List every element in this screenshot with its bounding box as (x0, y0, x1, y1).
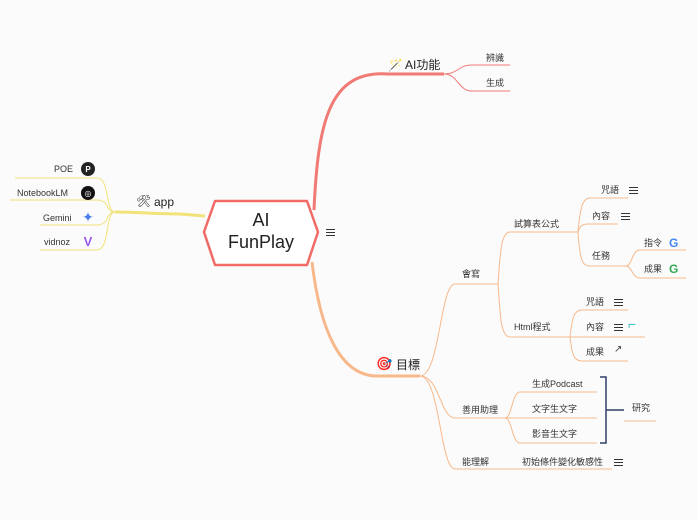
html-topic[interactable]: Html程式 (514, 322, 551, 332)
formula-task[interactable]: 任務 (592, 251, 611, 261)
note-icon[interactable] (614, 324, 623, 331)
html-content[interactable]: 內容 (586, 322, 605, 332)
vidnoz-icon[interactable]: V (83, 233, 93, 249)
google-icon[interactable]: G (669, 236, 679, 250)
formula-result[interactable]: 成果 (644, 264, 663, 274)
note-icon[interactable] (614, 299, 623, 306)
app-item-poe[interactable]: POE (54, 164, 74, 174)
understand-item[interactable]: 初始條件變化敏感性 (522, 457, 604, 467)
ai-function-child-generate[interactable]: 生成 (486, 78, 505, 88)
goal-topic[interactable]: 目標 (396, 358, 421, 372)
formula-instruction[interactable]: 指令 (644, 238, 663, 248)
summary-research[interactable]: 研究 (632, 403, 651, 413)
assistant-item-video[interactable]: 影音生文字 (532, 429, 578, 439)
center-topic-line2: FunPlay (227, 232, 295, 252)
understand-topic[interactable]: 能理解 (462, 457, 490, 467)
note-icon[interactable] (621, 213, 630, 220)
google-icon[interactable]: G (669, 262, 679, 276)
poe-icon[interactable]: P (81, 162, 95, 176)
writing-topic[interactable]: 會寫 (462, 269, 481, 279)
app-item-vidnoz[interactable]: vidnoz (44, 237, 71, 247)
assistant-item-text[interactable]: 文字生文字 (532, 404, 578, 414)
notebooklm-icon[interactable]: ◎ (81, 186, 95, 200)
formula-topic[interactable]: 試算表公式 (514, 219, 560, 229)
formula-spell[interactable]: 咒語 (601, 185, 620, 195)
html-spell[interactable]: 咒語 (586, 297, 605, 307)
note-icon[interactable] (326, 229, 335, 236)
app-item-gemini[interactable]: Gemini (43, 213, 72, 223)
tools-icon: 🛠 (136, 194, 152, 208)
center-node-shape (202, 199, 320, 267)
app-item-notebooklm[interactable]: NotebookLM (17, 188, 69, 198)
external-link-icon[interactable]: ↗ (614, 344, 623, 355)
app-topic[interactable]: app (154, 195, 175, 209)
target-icon: 🎯 (376, 356, 393, 371)
ai-function-topic[interactable]: AI功能 (405, 58, 441, 72)
center-topic-line1: AI (252, 210, 270, 230)
formula-content[interactable]: 內容 (592, 211, 611, 221)
ai-function-child-recognize[interactable]: 辨識 (486, 53, 505, 63)
magic-wand-icon: 🪄 (388, 58, 403, 72)
center-topic[interactable]: AI FunPlay (203, 209, 319, 253)
note-icon[interactable] (629, 187, 638, 194)
note-icon[interactable] (614, 459, 623, 466)
assistant-item-podcast[interactable]: 生成Podcast (532, 379, 583, 389)
html-result[interactable]: 成果 (586, 347, 605, 357)
tool-icon[interactable]: ⌐ (628, 316, 637, 332)
gemini-icon[interactable]: ✦ (82, 208, 94, 225)
assistant-topic[interactable]: 善用助理 (462, 405, 499, 415)
